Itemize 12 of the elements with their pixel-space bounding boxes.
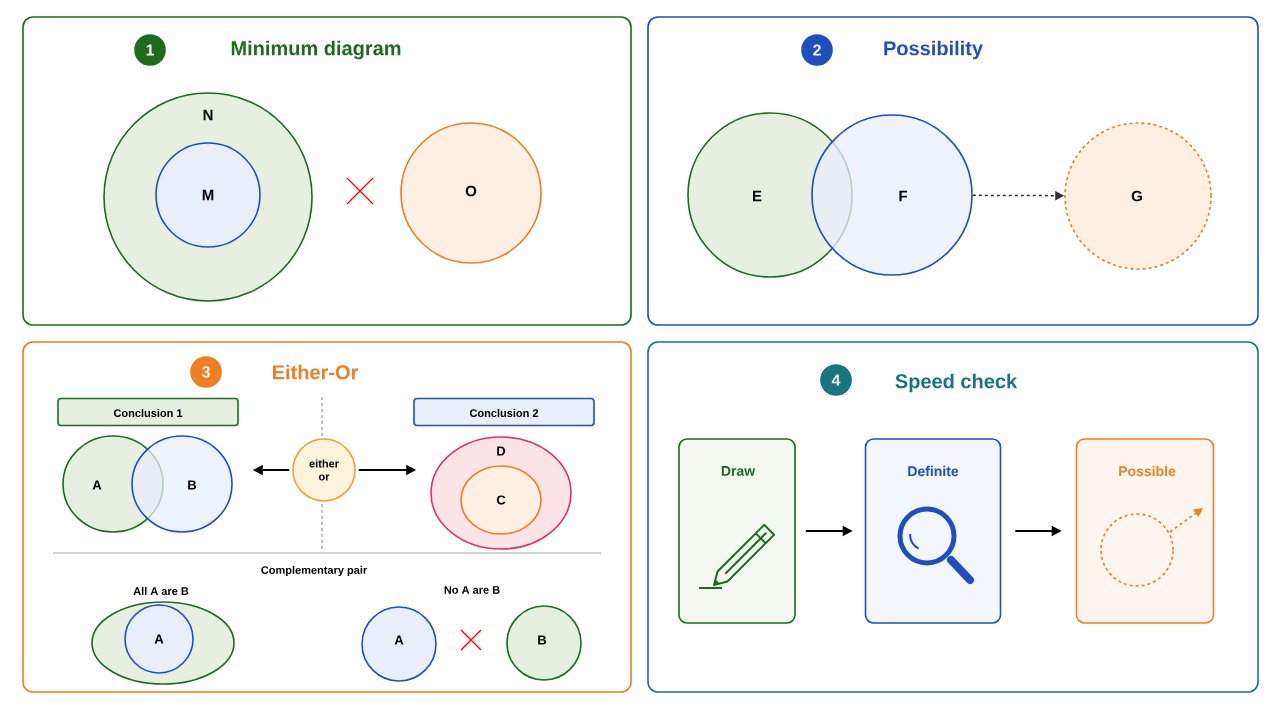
- step-card: Draw: [678, 438, 796, 624]
- number-badge: 4: [820, 364, 852, 396]
- section-label: No A are B: [444, 586, 500, 594]
- number-badge: 2: [801, 34, 833, 66]
- section-label: Complementary pair: [261, 565, 367, 577]
- step-card: Definite: [864, 438, 1002, 624]
- conclusion-tag: Conclusion 1: [57, 397, 239, 427]
- number-badge: 3: [190, 356, 222, 388]
- node-label: All A are B: [133, 586, 189, 596]
- conclusion-tag: Conclusion 2: [413, 397, 595, 427]
- step-card: Possible: [1075, 438, 1215, 624]
- number-badge: 1: [134, 34, 166, 66]
